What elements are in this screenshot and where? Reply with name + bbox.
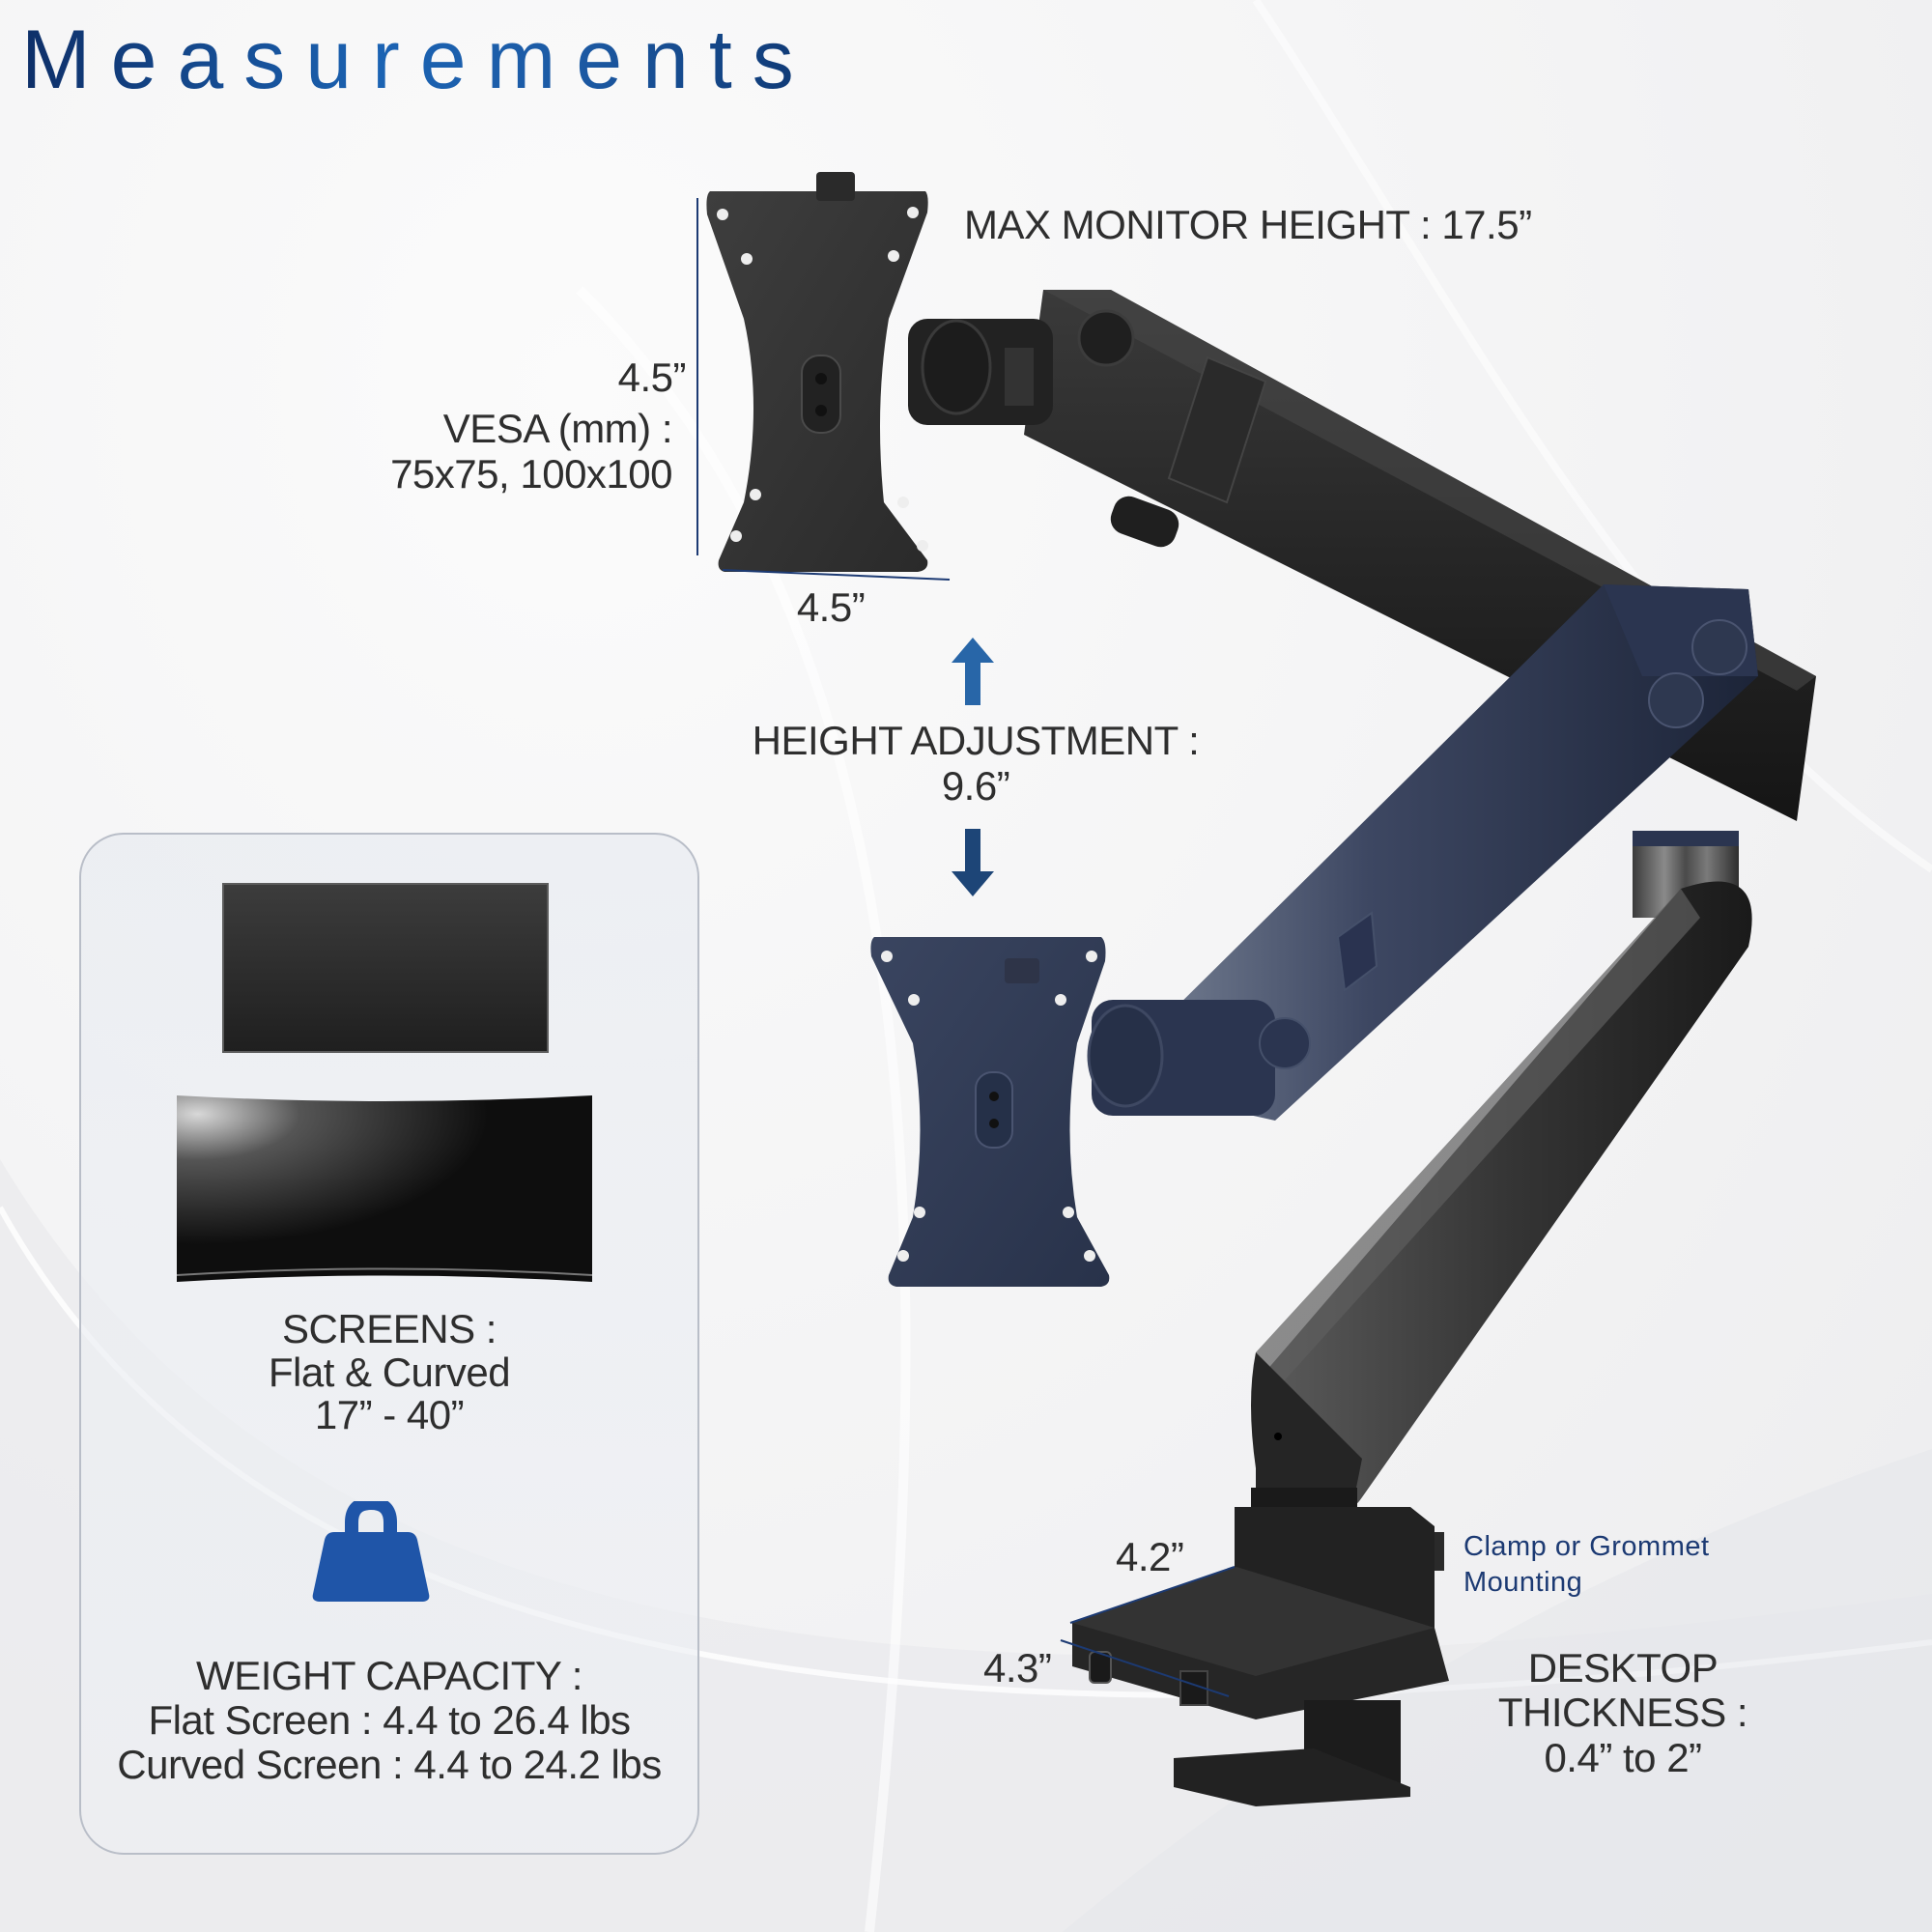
screens-size-range: 17” - 40” [314,1392,465,1437]
max-monitor-height-label: MAX MONITOR HEIGHT : 17.5” [964,202,1532,248]
flat-screen-image [222,883,549,1053]
screens-label: SCREENS : [282,1306,497,1351]
height-adjustment-value: 9.6” [941,763,1010,809]
weight-capacity-label: WEIGHT CAPACITY : [196,1653,582,1698]
mounting-note-line2: Mounting [1463,1567,1583,1598]
mounting-note-line1: Clamp or Grommet [1463,1531,1710,1562]
upper-arm-navy [1159,584,1758,1121]
screens-type: Flat & Curved [268,1350,511,1395]
clamp-base [1072,1488,1449,1806]
weight-icon [312,1501,430,1602]
curved-screen-weight: Curved Screen : 4.4 to 24.2 lbs [117,1742,662,1787]
lower-tilt-joint [1087,1000,1311,1116]
base-width-dimension: 4.3” [983,1645,1052,1690]
desktop-thickness-line2: THICKNESS : [1497,1690,1748,1735]
arrow-down-icon [952,829,994,896]
vesa-width-dimension: 4.5” [796,584,866,630]
height-adjustment-label: HEIGHT ADJUSTMENT : [752,718,1200,763]
max-height-value: 17.5” [1441,202,1532,247]
max-height-label-text: MAX MONITOR HEIGHT : [964,202,1432,247]
desktop-thickness-value: 0.4” to 2” [1544,1735,1702,1780]
base-depth-dimension: 4.2” [1116,1534,1184,1579]
vesa-height-dimension: 4.5” [617,355,687,400]
vesa-label: VESA (mm) : [442,406,673,451]
flat-screen-weight: Flat Screen : 4.4 to 26.4 lbs [148,1697,631,1743]
top-vesa-plate [706,172,928,572]
top-tilt-joint [908,319,1053,425]
page-title: Measurements [21,14,814,106]
curved-screen-image [177,1095,592,1282]
lower-vesa-plate [870,937,1110,1287]
lower-arm [1251,881,1752,1515]
arrow-up-icon [952,638,994,705]
desktop-thickness-line1: DESKTOP [1527,1645,1719,1690]
vesa-values: 75x75, 100x100 [390,451,672,497]
